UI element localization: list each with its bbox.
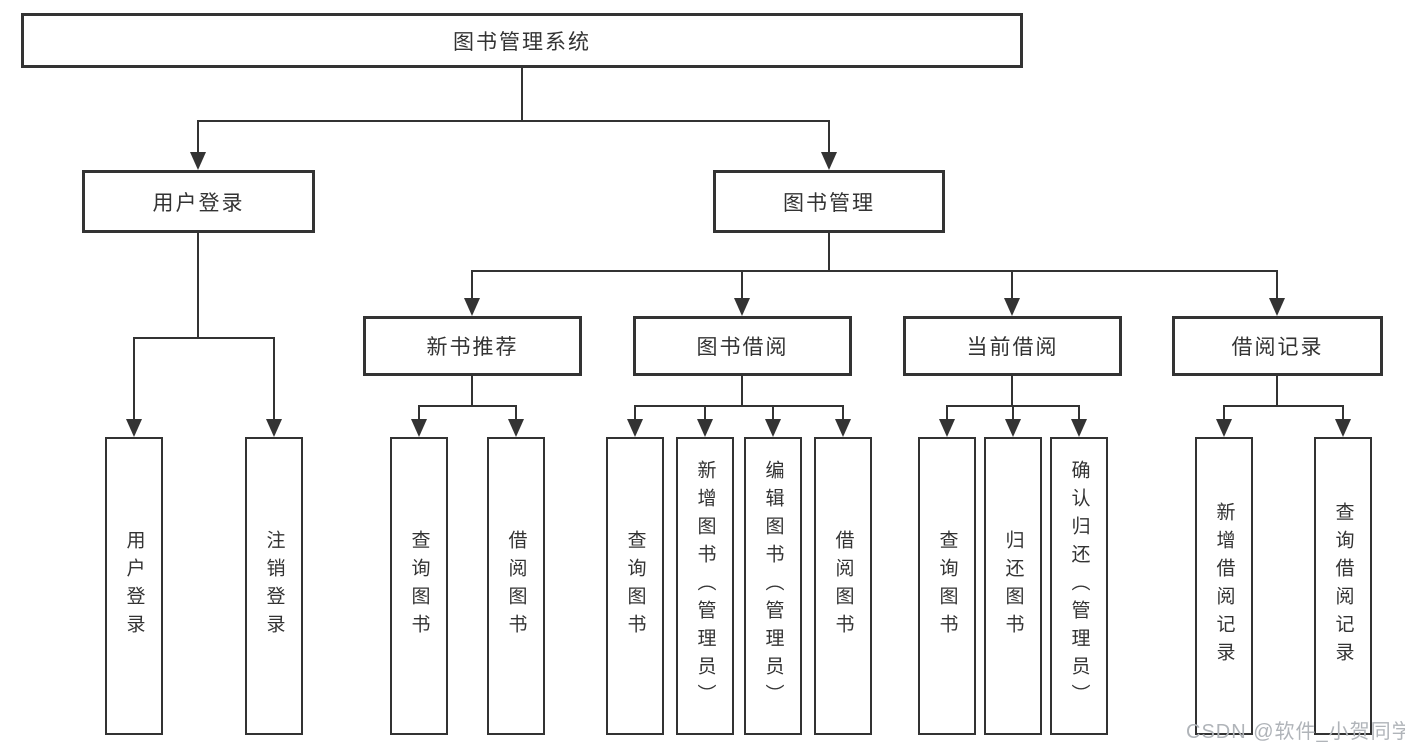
leaf-label: 归还图书 [1002, 530, 1024, 642]
leaf-edit-books-admin: 编辑图书（管理员） [744, 437, 802, 735]
node-current-borrowing: 当前借阅 [903, 316, 1122, 376]
connector-stem [1342, 405, 1344, 421]
arrow-down-icon [821, 152, 837, 170]
leaf-user-login: 用户登录 [105, 437, 163, 735]
connector-stem-user-login [197, 120, 199, 154]
arrow-down-icon [734, 298, 750, 316]
connector-records-drop [1276, 376, 1278, 405]
connector-stem [704, 405, 706, 421]
leaf-query-borrow-record: 查询借阅记录 [1314, 437, 1372, 735]
leaf-return-books: 归还图书 [984, 437, 1042, 735]
connector-stem [634, 405, 636, 421]
leaf-borrow-books: 借阅图书 [814, 437, 872, 735]
connector-borrow-drop [741, 376, 743, 405]
leaf-query-books-borrowing: 查询图书 [606, 437, 664, 735]
connector-stem-current-borrow [1011, 270, 1013, 300]
arrow-down-icon [1269, 298, 1285, 316]
leaf-query-books-current: 查询图书 [918, 437, 976, 735]
leaf-label: 查询图书 [936, 530, 958, 642]
connector-current-drop [1011, 376, 1013, 405]
connector-stem [1012, 405, 1014, 421]
connector-stem-book-mgmt [828, 120, 830, 154]
arrow-down-icon [939, 419, 955, 437]
connector-stem [842, 405, 844, 421]
leaf-borrow-books-recommend: 借阅图书 [487, 437, 545, 735]
connector-stem-borrow-records [1276, 270, 1278, 300]
leaf-confirm-return-admin: 确认归还（管理员） [1050, 437, 1108, 735]
connector-stem [1078, 405, 1080, 421]
arrow-down-icon [190, 152, 206, 170]
connector-newbook-bus [418, 405, 517, 407]
connector-borrow-bus [634, 405, 844, 407]
arrow-down-icon [1004, 298, 1020, 316]
connector-stem [418, 405, 420, 421]
leaf-label: 借阅图书 [505, 530, 527, 642]
leaf-label: 新增借阅记录 [1213, 502, 1235, 670]
csdn-watermark: CSDN @软件_小贺同学 [1186, 721, 1405, 743]
node-book-management-group: 图书管理 [713, 170, 945, 233]
arrow-down-icon [697, 419, 713, 437]
arrow-down-icon [1335, 419, 1351, 437]
node-borrowing-records: 借阅记录 [1172, 316, 1383, 376]
leaf-label: 新增图书（管理员） [694, 460, 716, 712]
leaf-logout: 注销登录 [245, 437, 303, 735]
connector-bookmgmt-bus [471, 270, 1278, 272]
leaf-label: 用户登录 [123, 530, 145, 642]
connector-stem [515, 405, 517, 421]
leaf-add-books-admin: 新增图书（管理员） [676, 437, 734, 735]
leaf-query-books-recommend: 查询图书 [390, 437, 448, 735]
leaf-label: 确认归还（管理员） [1068, 460, 1090, 712]
connector-bookmgmt-drop [828, 233, 830, 270]
leaf-label: 查询借阅记录 [1332, 502, 1354, 670]
leaf-add-borrow-record: 新增借阅记录 [1195, 437, 1253, 735]
arrow-down-icon [266, 419, 282, 437]
connector-root-drop [521, 68, 523, 120]
arrow-down-icon [411, 419, 427, 437]
connector-stem-new-book [471, 270, 473, 300]
arrow-down-icon [1216, 419, 1232, 437]
arrow-down-icon [508, 419, 524, 437]
node-new-book-recommend: 新书推荐 [363, 316, 582, 376]
node-root-library-system: 图书管理系统 [21, 13, 1023, 68]
leaf-label: 查询图书 [624, 530, 646, 642]
connector-root-bus [197, 120, 830, 122]
leaf-label: 注销登录 [263, 530, 285, 642]
leaf-label: 查询图书 [408, 530, 430, 642]
connector-stem-login-leaf [133, 337, 135, 421]
connector-records-bus [1223, 405, 1344, 407]
connector-stem [946, 405, 948, 421]
leaf-label: 借阅图书 [832, 530, 854, 642]
arrow-down-icon [835, 419, 851, 437]
node-book-borrowing: 图书借阅 [633, 316, 852, 376]
node-user-login-group: 用户登录 [82, 170, 315, 233]
arrow-down-icon [765, 419, 781, 437]
arrow-down-icon [627, 419, 643, 437]
connector-newbook-drop [471, 376, 473, 405]
connector-user-drop [197, 233, 199, 337]
connector-stem [1223, 405, 1225, 421]
arrow-down-icon [126, 419, 142, 437]
leaf-label: 编辑图书（管理员） [762, 460, 784, 712]
connector-stem-logout-leaf [273, 337, 275, 421]
connector-user-bus [133, 337, 275, 339]
arrow-down-icon [1071, 419, 1087, 437]
arrow-down-icon [1005, 419, 1021, 437]
connector-stem-book-borrow [741, 270, 743, 300]
arrow-down-icon [464, 298, 480, 316]
connector-stem [772, 405, 774, 421]
